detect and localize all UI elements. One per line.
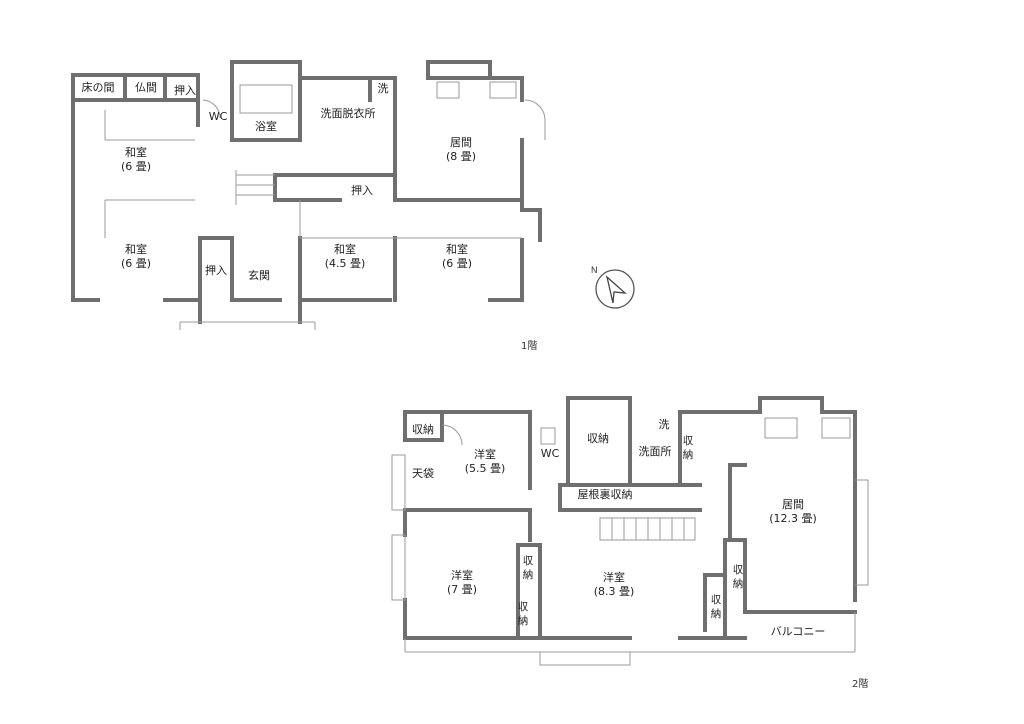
room-tenbukuro: 天袋 — [412, 467, 434, 480]
room-oshiire-3: 押入 — [205, 264, 227, 277]
room-shuno-6: 収 納 — [732, 564, 744, 590]
room-genkan: 玄関 — [248, 269, 270, 282]
floor2-label: 2階 — [852, 679, 869, 690]
floor2-walls — [403, 396, 857, 640]
room-shuno-4: 収 納 — [522, 555, 534, 581]
room-ima-1f: 居間 (8 畳) — [445, 136, 477, 163]
room-yokushitsu: 浴室 — [255, 120, 277, 133]
room-shuno-2: 収納 — [587, 432, 609, 445]
room-oshiire-2: 押入 — [351, 184, 373, 197]
room-tokonoma: 床の間 — [81, 81, 115, 94]
room-shuno-1: 収納 — [412, 423, 434, 436]
room-sentaku-2f: 洗 — [658, 418, 670, 431]
room-washitsu-sw: 和室 (6 畳) — [120, 243, 152, 270]
room-sentaku-1f: 洗 — [377, 82, 389, 95]
room-senmen-datsui: 洗面脱衣所 — [320, 107, 376, 120]
room-yoshitsu-8-3: 洋室 (8.3 畳) — [593, 571, 635, 598]
north-compass-icon: N — [589, 263, 637, 311]
floor1-label: 1階 — [521, 341, 538, 352]
room-shuno-7: 収 納 — [710, 594, 722, 620]
room-ima-2f: 居間 (12.3 畳) — [769, 498, 817, 525]
room-yoshitsu-7: 洋室 (7 畳) — [446, 569, 478, 596]
compass-north-letter: N — [591, 265, 598, 275]
room-wc-1f: WC — [208, 110, 228, 123]
room-wc-2f: WC — [540, 447, 560, 460]
room-balcony: バルコニー — [770, 625, 826, 638]
room-yoshitsu-5-5: 洋室 (5.5 畳) — [464, 448, 506, 475]
room-washitsu-se: 和室 (6 畳) — [441, 243, 473, 270]
room-washitsu-nw: 和室 (6 畳) — [120, 146, 152, 173]
room-washitsu-4-5: 和室 (4.5 畳) — [324, 243, 366, 270]
room-shuno-5: 収 納 — [517, 601, 529, 627]
room-yaneura-shuno: 屋根裏収納 — [577, 488, 633, 501]
room-butsuma: 仏間 — [135, 81, 157, 94]
floor1-fixtures — [104, 81, 546, 330]
room-senmenjo: 洗面所 — [638, 445, 672, 458]
room-oshiire-1: 押入 — [174, 84, 196, 97]
floor2-fixtures — [391, 417, 869, 666]
floor1-walls — [71, 60, 542, 324]
room-shuno-3: 収 納 — [682, 435, 694, 461]
